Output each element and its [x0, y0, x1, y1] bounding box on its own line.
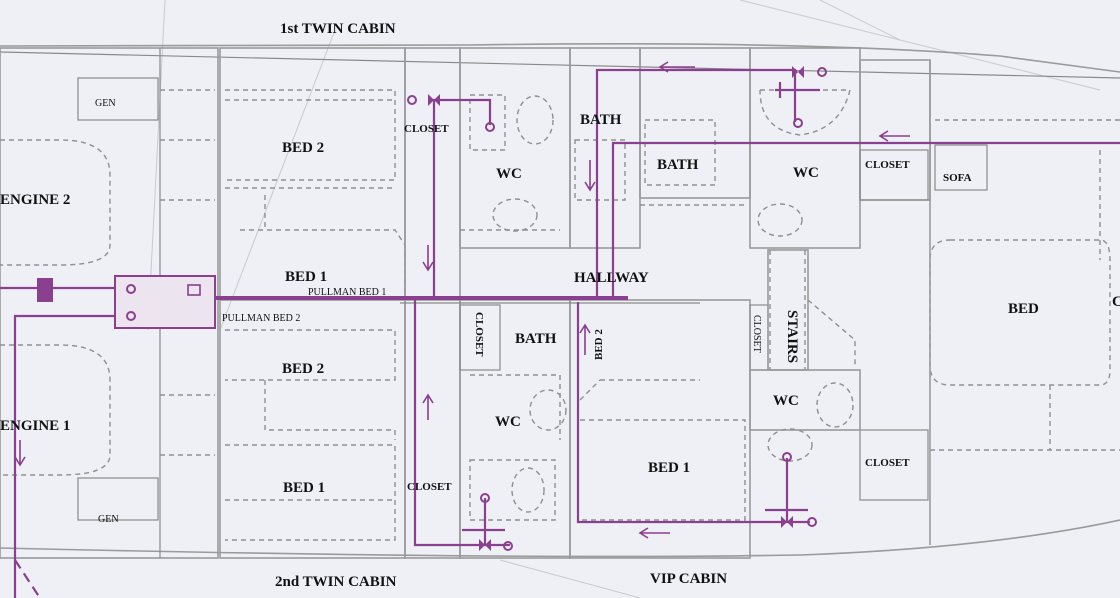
- label-closet-bottom-left: CLOSET: [407, 481, 452, 493]
- second-twin-cabin: [219, 299, 406, 559]
- flow-arrows: [14, 61, 910, 539]
- label-wc-top-left: WC: [496, 166, 522, 182]
- label-bed2-bottom: BED 2: [282, 361, 324, 377]
- label-wc-bottom-right: WC: [773, 393, 799, 409]
- label-pullman-bed-2: PULLMAN BED 2: [222, 313, 300, 324]
- label-bed1-bottom: BED 1: [283, 480, 325, 496]
- label-gen-bottom: GEN: [98, 514, 119, 525]
- label-bed1-top: BED 1: [285, 269, 327, 285]
- label-edge-letter: C: [1112, 294, 1120, 310]
- label-closet-bottom-right: CLOSET: [865, 457, 910, 469]
- master-cabin: [859, 59, 1120, 545]
- label-stairs: STAIRS: [784, 310, 800, 363]
- label-wc-top-right: WC: [793, 165, 819, 181]
- hull-outline: [0, 43, 1120, 558]
- label-first-twin-cabin: 1st TWIN CABIN: [280, 21, 396, 37]
- label-engine-2: ENGINE 2: [0, 192, 70, 208]
- label-hallway: HALLWAY: [574, 270, 649, 286]
- engine-room: [0, 47, 219, 559]
- control-box: [37, 275, 216, 329]
- label-wc-bottom-left: WC: [495, 414, 521, 430]
- label-pullman-bed-1: PULLMAN BED 1: [308, 287, 386, 298]
- plumbing-lines: [0, 66, 1120, 598]
- first-twin-cabin: [219, 47, 406, 300]
- label-bed2-vertical: BED 2: [593, 329, 605, 360]
- label-closet-vip-vertical: CLOSET: [751, 315, 762, 353]
- label-gen-top: GEN: [95, 98, 116, 109]
- label-closet-top-left: CLOSET: [404, 123, 449, 135]
- label-engine-1: ENGINE 1: [0, 418, 70, 434]
- label-sofa: SOFA: [943, 172, 972, 184]
- label-second-twin-cabin: 2nd TWIN CABIN: [275, 574, 397, 590]
- label-closet-mid-vertical: CLOSET: [473, 312, 485, 357]
- top-center-heads: [404, 47, 861, 299]
- label-bath-bottom: BATH: [515, 331, 557, 347]
- label-bed1-vip: BED 1: [648, 460, 690, 476]
- label-bed2-top: BED 2: [282, 140, 324, 156]
- label-closet-top-right: CLOSET: [865, 159, 910, 171]
- label-bath-top-right: BATH: [657, 157, 699, 173]
- room-labels: 1st TWIN CABIN 2nd TWIN CABIN VIP CABIN …: [0, 21, 1120, 590]
- label-vip-cabin: VIP CABIN: [650, 571, 727, 587]
- label-bed-master: BED: [1008, 301, 1039, 317]
- label-bath-top-center: BATH: [580, 112, 622, 128]
